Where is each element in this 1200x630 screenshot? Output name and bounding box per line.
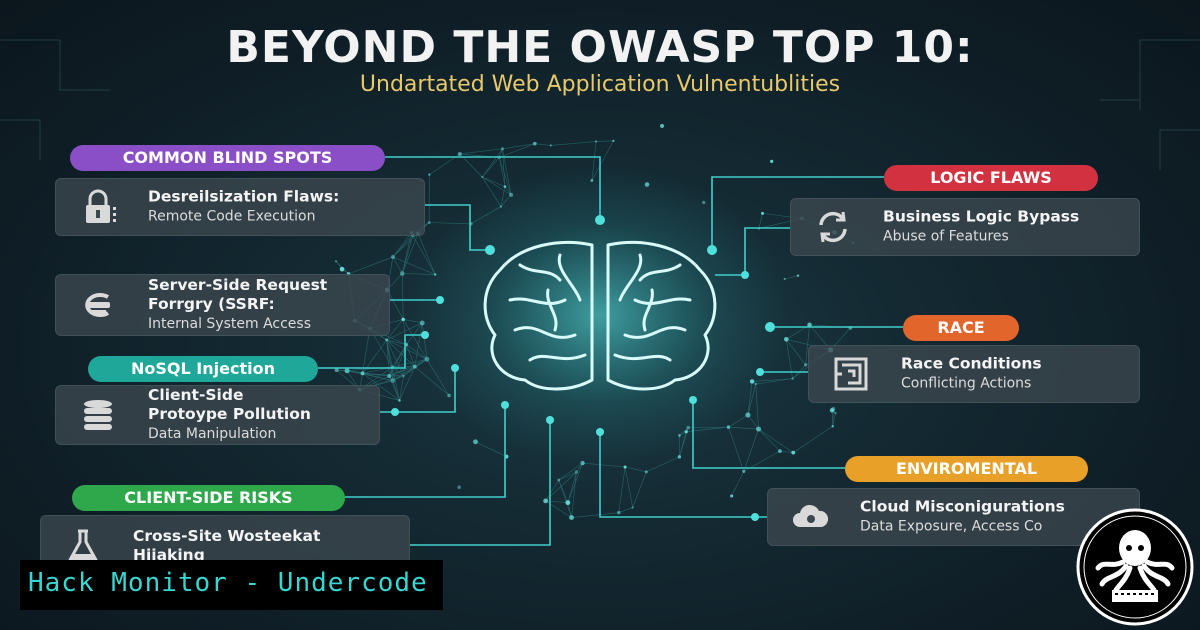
card-subtitle: Conflicting Actions	[901, 375, 1032, 392]
connector-env	[692, 400, 845, 469]
card-title: Race Conditions	[901, 354, 1042, 373]
page-subtitle: Undartated Web Application Vulnentubliti…	[359, 72, 841, 97]
card-race-conditions: Race Conditions Conflicting Actions	[808, 345, 1140, 403]
card-title: Desreilsization Flaws:	[148, 187, 340, 206]
category-enviromental: ENVIROMENTAL	[845, 456, 1088, 482]
connector-cross-site	[410, 420, 551, 546]
card-business-logic: Business Logic Bypass Abuse of Features	[790, 198, 1140, 256]
card-cloud-misconfigurations: Cloud Misconigurations Data Exposure, Ac…	[767, 488, 1140, 546]
card-subtitle: Abuse of Features	[883, 228, 1009, 245]
card-title: Business Logic Bypass	[883, 207, 1080, 226]
card-title: Client-Side Protoype Pollution	[148, 386, 311, 423]
connector-client-side	[345, 405, 506, 498]
watermark-text: Hack Monitor - Undercode	[28, 568, 428, 598]
card-title: Cross-Site Wosteekat Hijaking	[133, 527, 321, 564]
connector-business	[715, 227, 790, 276]
maze-icon	[834, 357, 868, 391]
connector-prototype	[380, 368, 456, 413]
connector-cloud	[599, 432, 767, 518]
octopus-logo-icon	[1076, 508, 1194, 626]
category-client-side-risks: CLIENT-SIDE RISKS	[72, 485, 345, 511]
connector-blind-spots	[385, 156, 601, 220]
connector-nosql	[318, 334, 425, 369]
card-prototype-pollution: Client-Side Protoype Pollution Data Mani…	[55, 385, 380, 445]
padlock-icon	[86, 189, 116, 223]
card-subtitle: Remote Code Execution	[148, 208, 316, 225]
server-request-icon	[85, 293, 110, 317]
connector-blind-spots-2	[425, 204, 490, 251]
category-logic-flaws: LOGIC FLAWS	[884, 165, 1098, 191]
watermark-banner: Hack Monitor - Undercode	[20, 560, 443, 610]
category-nosql-injection: NoSQL Injection	[88, 356, 318, 382]
card-title: Server-Side Request Forrgry (SSRF:	[148, 276, 328, 313]
database-icon	[84, 400, 112, 430]
card-subtitle: Data Exposure, Access Co	[860, 518, 1043, 535]
cloud-icon	[793, 504, 829, 527]
card-subtitle: Internal System Access	[148, 316, 311, 332]
brain-icon	[483, 240, 717, 391]
card-subtitle: Data Manipulation	[148, 426, 277, 442]
category-race: RACE	[903, 315, 1019, 341]
card-title: Cloud Misconigurations	[860, 497, 1065, 516]
card-deserialization: Desreilsization Flaws: Remote Code Execu…	[55, 178, 425, 236]
card-ssrf: Server-Side Request Forrgry (SSRF: Inter…	[55, 274, 390, 336]
connector-logic	[711, 176, 884, 250]
page-title: BEYOND THE OWASP TOP 10:	[226, 22, 974, 73]
refresh-icon	[819, 211, 847, 243]
category-common-blind-spots: COMMON BLIND SPOTS	[70, 145, 385, 171]
